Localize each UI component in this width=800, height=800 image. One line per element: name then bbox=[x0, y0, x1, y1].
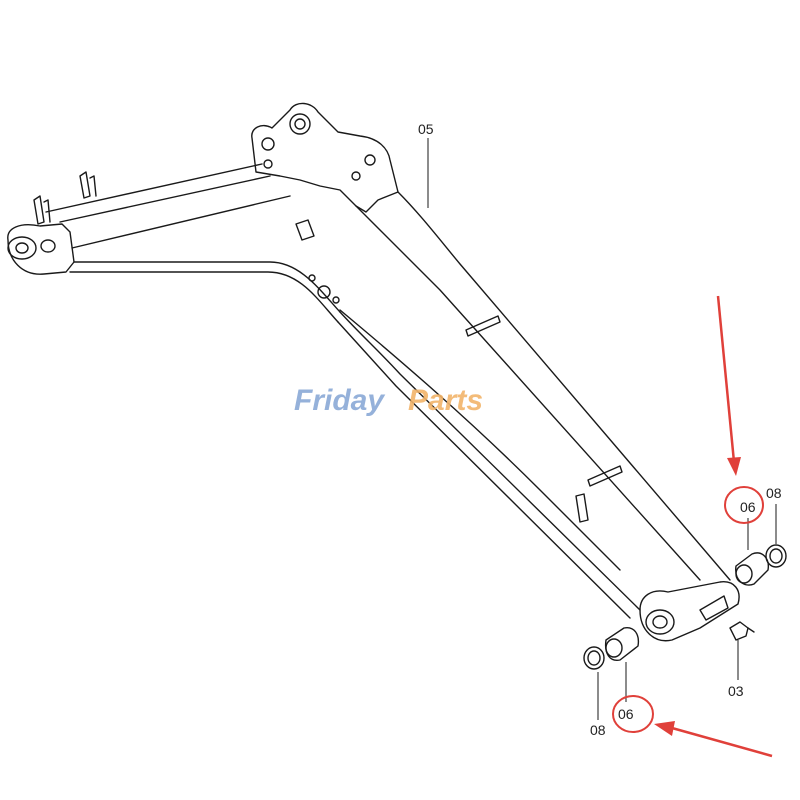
arrow-lower bbox=[654, 721, 773, 758]
label-bushing-lower: 06 bbox=[618, 706, 634, 722]
boom bbox=[7, 102, 740, 642]
grease-fitting bbox=[729, 621, 755, 641]
label-grease-fitting: 03 bbox=[728, 683, 744, 699]
bushing-lower bbox=[604, 627, 640, 661]
label-seal-upper: 08 bbox=[766, 485, 782, 501]
highlight-circle-lower bbox=[612, 695, 654, 733]
label-seal-lower: 08 bbox=[590, 722, 606, 738]
bushing-upper bbox=[735, 552, 769, 586]
watermark: Friday Parts bbox=[294, 384, 483, 417]
seal-upper bbox=[765, 544, 787, 568]
leader-lines bbox=[427, 138, 777, 720]
watermark-part2: Parts bbox=[408, 384, 483, 417]
arrow-upper bbox=[716, 295, 741, 476]
label-bushing-upper: 06 bbox=[740, 499, 756, 515]
highlight-circle-upper bbox=[724, 486, 764, 524]
seal-lower bbox=[583, 646, 605, 670]
label-boom: 05 bbox=[418, 121, 434, 137]
watermark-part1: Friday bbox=[294, 384, 385, 417]
